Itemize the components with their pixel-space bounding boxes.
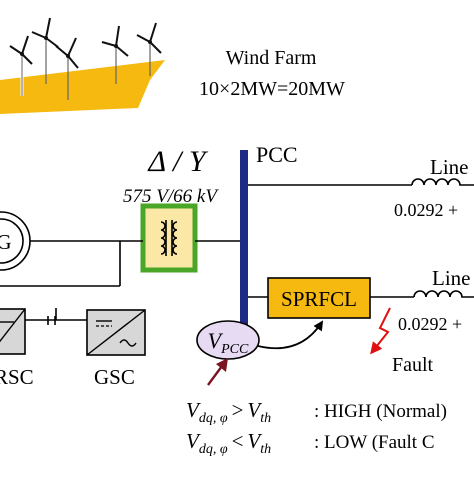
pcc-bus bbox=[240, 150, 248, 326]
vpcc-subscript: PCC bbox=[220, 342, 249, 357]
dc-link-capacitor-icon bbox=[47, 316, 56, 325]
line-2-label: Line bbox=[432, 266, 470, 290]
gsc-label: GSC bbox=[94, 365, 135, 389]
vpcc-to-sprfcl-arrow bbox=[257, 320, 324, 350]
transformer-connection-label: Δ / Y bbox=[147, 145, 208, 178]
transformer-voltage-label: 575 V/66 kV bbox=[123, 186, 219, 207]
rsc-converter bbox=[0, 308, 26, 355]
line-2-inductor-icon bbox=[413, 290, 474, 298]
logic-condition-normal: Vdq, φ>Vth bbox=[186, 398, 271, 426]
transformer-box bbox=[140, 203, 198, 273]
fault-label: Fault bbox=[392, 354, 434, 376]
sprfcl-box bbox=[267, 277, 371, 319]
line-1-label: Line bbox=[430, 155, 468, 179]
transformer-coil-icon bbox=[160, 220, 178, 256]
wind-turbine-icon bbox=[31, 17, 59, 84]
generator-icon bbox=[0, 211, 31, 271]
vpcc-base: V bbox=[208, 328, 224, 353]
generator-label: G bbox=[0, 230, 12, 254]
gsc-converter bbox=[86, 309, 146, 356]
fault-lightning-icon bbox=[370, 307, 391, 355]
logic-result-fault: : LOW (Fault C bbox=[314, 432, 435, 453]
logic-result-normal: : HIGH (Normal) bbox=[314, 401, 447, 422]
pcc-label: PCC bbox=[256, 142, 298, 167]
logic-condition-fault: Vdq, φ<Vth bbox=[186, 429, 271, 457]
wiring bbox=[0, 184, 414, 321]
vpcc-label: VPCC bbox=[208, 328, 249, 357]
generator-inner-ring bbox=[0, 218, 24, 264]
line-1-inductor-icon bbox=[411, 178, 474, 186]
line-2-impedance: 0.0292 + bbox=[398, 314, 462, 334]
logic-arrow-head bbox=[216, 358, 228, 372]
logic-to-vpcc-arrow bbox=[207, 365, 223, 386]
wind-farm-ground bbox=[0, 60, 165, 114]
wind-farm-title: Wind Farm bbox=[226, 47, 317, 69]
wind-turbine-icon bbox=[9, 35, 33, 96]
line-1-impedance: 0.0292 + bbox=[394, 200, 458, 220]
wind-turbine-icon bbox=[136, 22, 162, 76]
rsc-label: RSC bbox=[0, 365, 34, 389]
vpcc-measurement bbox=[196, 320, 260, 360]
wind-turbine-icon bbox=[55, 37, 79, 100]
wind-farm-rating: 10×2MW=20MW bbox=[199, 78, 345, 100]
wind-turbine-icon bbox=[101, 25, 129, 84]
sprfcl-label: SPRFCL bbox=[281, 287, 357, 311]
